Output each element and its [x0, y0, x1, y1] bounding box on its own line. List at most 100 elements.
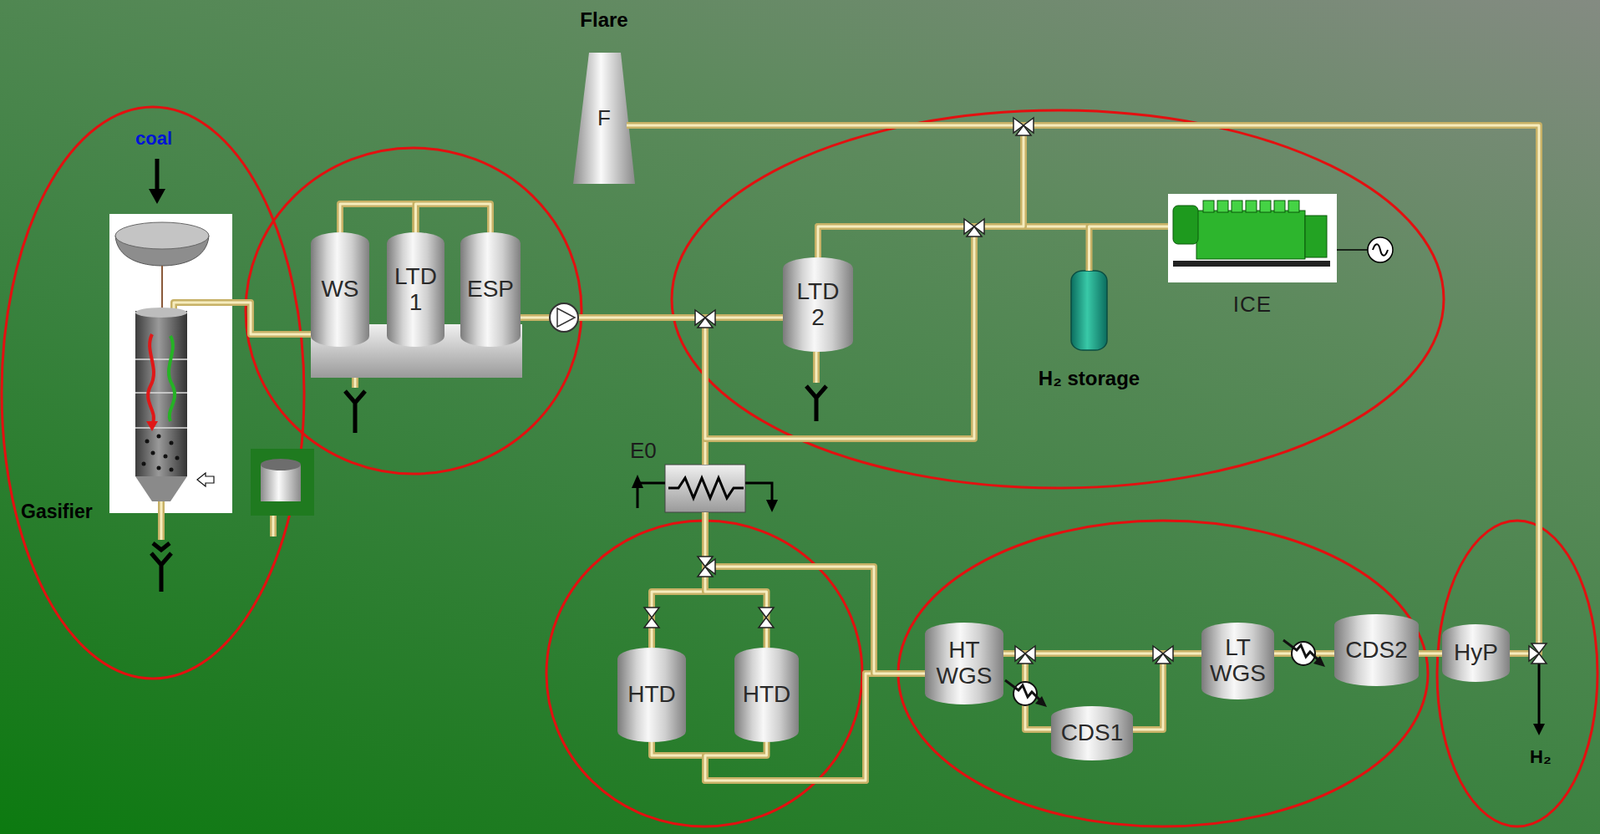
pipe-connector	[340, 203, 417, 233]
cooler-zigzag	[1283, 640, 1319, 661]
pipe-core	[520, 317, 706, 465]
flare-drawing	[573, 52, 637, 184]
equipment-caption: ICE	[1233, 292, 1272, 317]
pipe-core	[1003, 653, 1052, 730]
tar-separator-vessel: LTD 2	[782, 257, 854, 352]
arrow-shaft	[155, 158, 160, 191]
pump-symbol	[549, 303, 579, 332]
valve-part	[1155, 653, 1171, 664]
coolant-line	[637, 482, 773, 508]
drain-pipe	[160, 501, 163, 540]
coal-feed-line	[161, 265, 163, 313]
pipe-outline	[1003, 653, 1052, 730]
engine-turbo	[1173, 205, 1199, 244]
equipment-caption: E0	[629, 438, 657, 463]
valve-part	[1015, 125, 1032, 136]
scrubber-vessel: WS	[310, 232, 370, 347]
generator-symbol	[1367, 237, 1393, 263]
engine-panel	[1168, 193, 1337, 283]
equipment-label: HyP	[1453, 640, 1499, 666]
desulfurizer-vessel: HTD	[734, 647, 799, 742]
pipe-connector	[520, 226, 1169, 439]
flow-stream	[147, 334, 154, 425]
pipe-outline	[1132, 653, 1202, 730]
pipe-connector	[705, 512, 925, 674]
h2-outlet-arrow	[1533, 663, 1545, 736]
cooler-zigzag	[1005, 680, 1041, 701]
valve-part	[644, 607, 660, 618]
drains	[151, 351, 827, 592]
area-outline	[1437, 520, 1598, 827]
pipe-core	[520, 226, 1169, 439]
pipe-core	[634, 125, 1540, 654]
equipment-label: LTD 2	[787, 279, 849, 331]
flow-stream-head	[146, 421, 158, 432]
shift-reactor: HT WGS	[924, 622, 1004, 705]
equipment-label: HTD	[627, 681, 676, 708]
drain-symbol	[345, 391, 366, 433]
pipe-outline	[705, 512, 925, 674]
heat-exchanger: E0	[665, 464, 746, 513]
co2-separator: CDS1	[1051, 706, 1133, 761]
pipe-core	[634, 125, 1024, 258]
generator-shaft	[1336, 248, 1368, 251]
valve	[758, 607, 774, 628]
pipe-outline	[705, 512, 767, 648]
pipe-connector	[416, 203, 492, 233]
pipe-core	[1132, 653, 1202, 730]
engine-box: ICE	[1168, 193, 1337, 283]
gasifier-panel	[109, 213, 233, 514]
equipment-label: HTD	[742, 681, 792, 708]
column-band	[135, 426, 188, 429]
h2-tank	[1071, 270, 1108, 351]
equipment-label: ESP	[467, 276, 514, 303]
engine-base	[1173, 260, 1331, 267]
desulfurizer-vessel: HTD	[617, 647, 686, 742]
coal-hopper-top	[115, 222, 209, 249]
co2-separator: CDS2	[1334, 614, 1419, 686]
engine-flywheel	[1305, 215, 1327, 258]
cooler-symbol	[1283, 640, 1326, 667]
pipe-connector	[705, 512, 767, 648]
feeder-drum-top	[260, 458, 301, 471]
arrow-head	[1533, 723, 1545, 736]
pipe-connector	[634, 125, 1540, 654]
pipe-outline	[232, 302, 311, 335]
pump-casing	[549, 303, 579, 332]
equipment-caption: Gasifier	[20, 501, 93, 523]
pipe-core	[1418, 652, 1443, 656]
pipe-connector	[634, 125, 1024, 258]
pipe-outline	[340, 203, 417, 233]
pipe-outline	[634, 125, 1540, 654]
pipe-core	[340, 203, 417, 233]
equipment-label: LT WGS	[1205, 634, 1270, 687]
pipe-connector	[1418, 653, 1443, 655]
valve	[964, 218, 985, 237]
drain-pipe	[157, 501, 165, 540]
valve-part	[644, 617, 660, 628]
storage-tank: H₂ storage	[1071, 270, 1108, 351]
coal-particles	[142, 434, 180, 473]
gasifier-column-top	[135, 307, 188, 318]
pipe-outline	[817, 226, 1169, 258]
valve	[1013, 117, 1034, 136]
valve-part	[697, 317, 713, 328]
tar-separator-vessel: LTD 1	[386, 232, 445, 347]
valve-part	[966, 226, 982, 237]
drain-pipe	[351, 377, 359, 388]
gasifier-drawing	[109, 213, 233, 514]
pipe-connector	[1132, 653, 1202, 730]
pipe-core	[817, 226, 1169, 258]
valve-part	[1017, 653, 1033, 664]
feed-arrow	[197, 472, 214, 487]
column-band	[135, 391, 188, 394]
equipment-label: F	[597, 106, 611, 131]
engine-drawing	[1168, 193, 1393, 283]
area-outline	[898, 520, 1428, 827]
gasifier-cone	[135, 476, 188, 502]
valve-part	[758, 607, 774, 618]
area-outline	[245, 147, 582, 474]
coal-arrow	[148, 158, 166, 204]
valve	[1153, 645, 1174, 664]
